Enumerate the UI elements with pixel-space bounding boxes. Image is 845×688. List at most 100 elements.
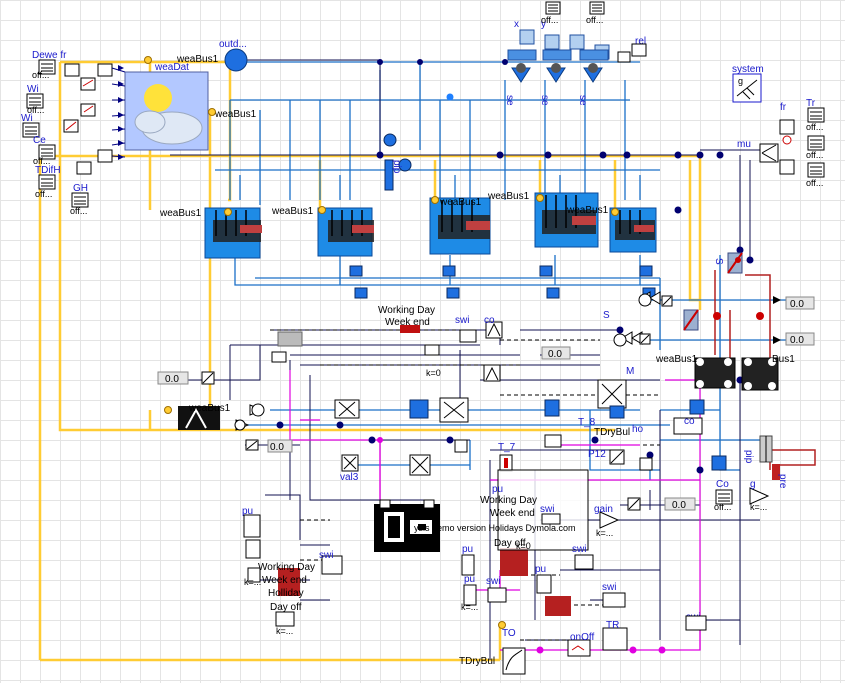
thermal-zone-4[interactable]: weaBus1 weaBus1: [487, 191, 609, 248]
swi-label-4: swi: [486, 576, 500, 587]
t8-label: T_8: [578, 417, 596, 428]
pu-label-4: pu: [464, 574, 475, 585]
zone-4-bus-label: weaBus1: [487, 191, 530, 202]
co-off-label: off...: [714, 502, 731, 512]
value-text: 0.0: [790, 335, 804, 346]
pu-label-5: pu: [535, 564, 546, 575]
center-valves[interactable]: val3 T_7 T_8 P12 TDryBul ho co pip pre M…: [234, 258, 788, 489]
input-block-wind[interactable]: Wi off...: [26, 84, 44, 115]
to-label: TO: [502, 628, 516, 639]
input-block-dewpoint[interactable]: Dewe fr off...: [32, 50, 67, 80]
t7-label: T_7: [498, 442, 516, 453]
co-label-right: Co: [716, 479, 729, 490]
boiler-bus-label: weaBus1: [188, 403, 231, 414]
input-blocks-left: Dewe fr off... Wi off... Wi Ce off... TD…: [21, 50, 126, 216]
g-k-label: k=...: [750, 502, 767, 512]
junction-dots: [276, 59, 754, 474]
k-dots-left: k=...: [244, 577, 261, 587]
input-block-tdifh[interactable]: TDifH off...: [35, 165, 61, 199]
weather-data-label: weaDat: [154, 62, 189, 73]
system-label: system: [732, 64, 764, 75]
k-dots-left-2: k=...: [276, 626, 293, 636]
input-block-ceiling[interactable]: Ce off...: [33, 135, 56, 166]
k0-label-2: k=0: [516, 541, 531, 551]
value-display-right-2: 0.0: [785, 332, 815, 346]
gain-k-label: k=...: [596, 528, 613, 538]
se-label-3: se: [577, 95, 588, 106]
pu-label-left: pu: [242, 506, 253, 517]
zone-1-bus-label: weaBus1: [159, 208, 202, 219]
s-label: S: [603, 310, 610, 321]
right-bus-label-2: Bus1: [772, 354, 795, 365]
system-block[interactable]: system g: [732, 64, 764, 103]
working-day-label-1: Working Day: [378, 305, 435, 316]
heat-lines: [714, 270, 816, 470]
swi-label-1: swi: [455, 315, 469, 326]
controller-block-right[interactable]: Co g off... k=...: [714, 479, 770, 512]
schedule-lower-left[interactable]: pu swi Working Day Week end Holliday Day…: [242, 506, 343, 636]
k0-label-1: k=0: [426, 368, 441, 378]
pipe-label-2: pip: [743, 450, 754, 464]
fluid-lines: [215, 61, 810, 480]
top-input-blocks[interactable]: off... off...: [541, 1, 647, 63]
weabus-top-label: weaBus1: [176, 54, 219, 65]
input-block-sub: off...: [27, 105, 44, 115]
input-block-label: TDifH: [35, 165, 61, 176]
pre-label: pre: [777, 474, 788, 489]
input-block-label: GH: [73, 183, 88, 194]
tr-label-bottom: TR: [606, 620, 619, 631]
input-block-sub: off...: [70, 206, 87, 216]
input-block-label: Ce: [33, 135, 46, 146]
demo-watermark: ysis demo version Holidays Dymola.com: [414, 523, 576, 533]
swi-label-left: swi: [319, 550, 333, 561]
mu-label: mu: [737, 139, 751, 150]
se-label-1: se: [504, 95, 515, 106]
tr-label: Tr: [806, 98, 816, 109]
input-block-sub: off...: [32, 70, 49, 80]
value-display-left: 0.0: [157, 371, 215, 385]
week-end-label-3: Week end: [262, 575, 307, 586]
swi-label-2: swi: [540, 504, 554, 515]
input-block-gh[interactable]: GH off...: [70, 183, 89, 216]
right-heat-exchangers[interactable]: weaBus1 Bus1: [613, 252, 795, 391]
tdrybul-label-b: TDryBul: [459, 656, 495, 667]
input-block-wind-2[interactable]: Wi: [21, 113, 40, 138]
boolean-dots: [377, 437, 666, 654]
ho-label: ho: [632, 424, 644, 435]
zone-2-bus-label: weaBus1: [271, 206, 314, 217]
co-label-1: co: [484, 315, 495, 326]
top-equipment-cluster[interactable]: x y rel se se se: [504, 19, 646, 106]
boiler-block[interactable]: weaBus1: [178, 403, 231, 430]
right-input-blocks[interactable]: mu fr Tr off... off... off...: [737, 98, 825, 188]
value-display-center: 0.0: [267, 439, 293, 453]
thermal-zone-3[interactable]: weaBus1: [429, 197, 491, 255]
g-label-right: g: [750, 479, 756, 490]
temperature-controls-bottom[interactable]: TO onOff TR TDryBul: [459, 620, 628, 675]
top-off-2: off...: [586, 15, 603, 25]
working-day-label-3: Working Day: [258, 562, 315, 573]
value-text: 0.0: [165, 374, 179, 385]
zone-valves[interactable]: [349, 133, 656, 299]
thermal-zone-2[interactable]: weaBus1: [271, 206, 374, 257]
gain-label: gain: [594, 504, 613, 515]
gain-block[interactable]: gain k=...: [594, 497, 641, 538]
schedule-lower-center[interactable]: Working Day Week end Day off ysis demo v…: [414, 469, 707, 631]
schedule-upper[interactable]: Working Day Week end swi co k=0: [271, 305, 503, 382]
outdoor-sensor[interactable]: outd...: [219, 39, 248, 72]
holliday-label-3: Holliday: [268, 588, 304, 599]
input-block-sub: off...: [35, 189, 52, 199]
weather-bus-lines: [38, 60, 702, 662]
weather-data-block[interactable]: weaDat: [124, 62, 209, 151]
zone-4-bus-label-b: weaBus1: [566, 205, 609, 216]
zone-3-bus-label: weaBus1: [439, 197, 482, 208]
value-display-gain: 0.0: [664, 497, 696, 511]
week-end-label-1: Week end: [385, 317, 430, 328]
input-block-label: Dewe fr: [32, 50, 67, 61]
working-day-label-2: Working Day: [480, 495, 537, 506]
thermal-zone-1[interactable]: weaBus1: [159, 207, 262, 259]
value-display-right-1: 0.0: [785, 296, 815, 310]
thermal-zone-5[interactable]: [609, 207, 657, 253]
heat-pump-symbol[interactable]: [374, 499, 440, 552]
